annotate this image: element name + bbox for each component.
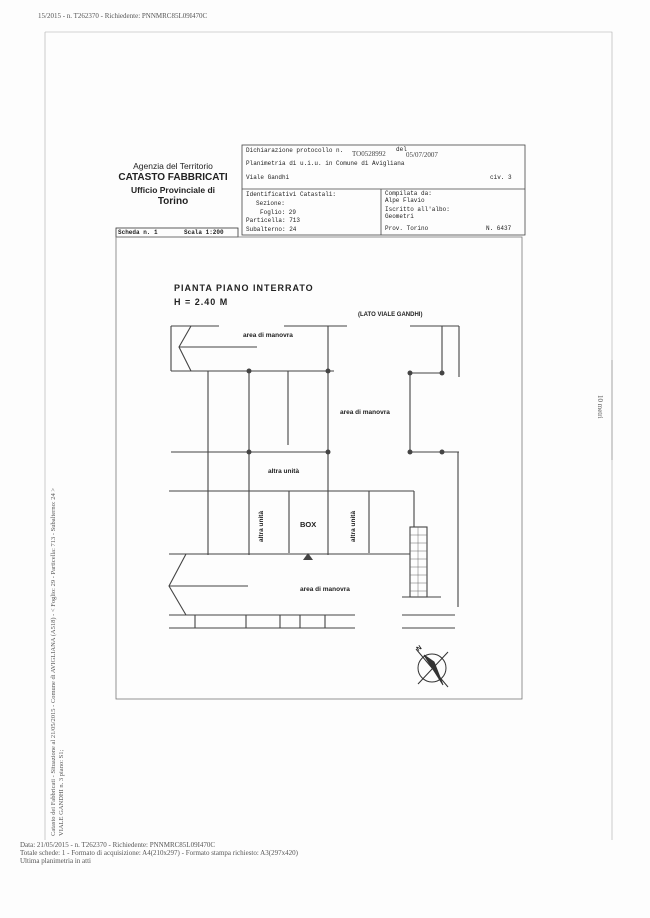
subalterno: Subalterno: 24 xyxy=(246,226,297,233)
unit-label: altra unità xyxy=(350,510,357,542)
footer-line1: Data: 21/05/2015 - n. T262370 - Richiede… xyxy=(20,841,216,849)
office-label: Ufficio Provinciale di xyxy=(130,185,216,195)
ident-label: Identificativi Catastali: xyxy=(246,191,337,198)
header-text: 15/2015 - n. T262370 - Richiedente: PNNM… xyxy=(38,12,208,20)
area-label: area di manovra xyxy=(243,332,293,339)
scheda-number: Scheda n. 1 xyxy=(118,229,158,236)
province: Prov. Torino xyxy=(385,225,429,232)
box-label: BOX xyxy=(300,520,317,529)
scale-note: 10 metri xyxy=(596,395,604,419)
foglio: Foglio: 29 xyxy=(260,209,297,216)
sezione: Sezione: xyxy=(256,200,285,207)
particella: Particella: 713 xyxy=(246,217,301,224)
unit-label: altra unità xyxy=(268,468,300,475)
agency-block: Agenzia del Territorio CATASTO FABBRICAT… xyxy=(108,160,238,208)
north-arrow xyxy=(415,648,449,688)
side-text-line1: Catasto dei Fabbricati - Situazione al 2… xyxy=(50,487,57,836)
plan-title: PIANTA PIANO INTERRATO xyxy=(174,283,314,293)
protocol-label: Dichiarazione protocollo n. xyxy=(246,147,344,154)
unit-label: altra unità xyxy=(258,510,265,542)
agency-name: Agenzia del Territorio xyxy=(133,161,213,171)
register-number: N. 6437 xyxy=(486,225,512,232)
date-label: del xyxy=(396,146,407,153)
office-city: Torino xyxy=(157,196,189,207)
compilata-value: Alpe Flavio xyxy=(385,197,425,204)
planimetry-line: Planimetria di u.i.u. in Comune di Avigl… xyxy=(246,160,405,167)
area-label: area di manovra xyxy=(300,586,350,593)
area-label: area di manovra xyxy=(340,409,390,416)
iscritto-label: Iscritto all'albo: xyxy=(385,206,450,213)
civic-number: civ. 3 xyxy=(490,174,512,181)
entrance-triangle-marker xyxy=(303,553,313,560)
iscritto-value: Geometri xyxy=(385,213,414,220)
plan-height: H = 2.40 M xyxy=(174,297,229,307)
street-name: Viale Gandhi xyxy=(246,174,290,181)
side-label: (LATO VIALE GANDHI) xyxy=(358,312,423,318)
protocol-value: TO0528992 xyxy=(352,150,386,158)
footer-line3: Ultima planimetria in atti xyxy=(20,857,91,865)
catasto-title: CATASTO FABBRICATI xyxy=(118,172,228,183)
footer-line2: Totale schede: 1 - Formato di acquisizio… xyxy=(20,849,298,857)
side-text-line2: VIALE GANDHI n. 3 piano: S1; xyxy=(58,749,65,836)
scale: Scala 1:200 xyxy=(184,229,224,236)
date-value: 05/07/2007 xyxy=(406,151,438,159)
compilata-label: Compilata da: xyxy=(385,190,432,197)
